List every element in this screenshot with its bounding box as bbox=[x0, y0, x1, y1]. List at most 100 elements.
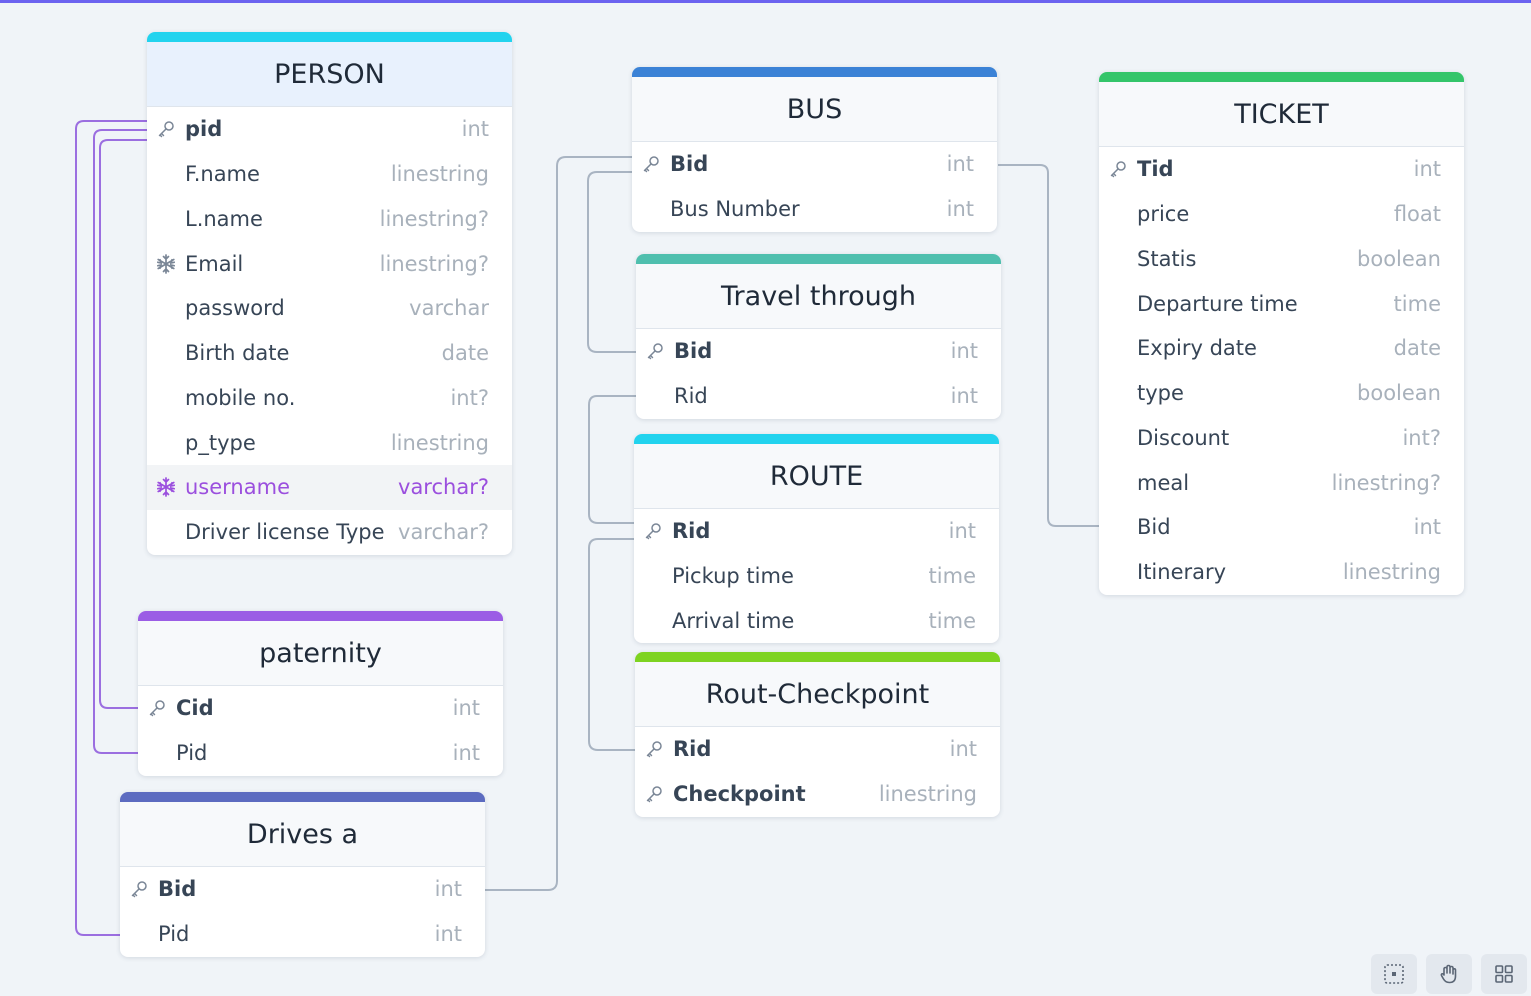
column-name: L.name bbox=[185, 206, 263, 231]
table-row[interactable]: Bid int bbox=[632, 142, 997, 187]
column-name: Bus Number bbox=[670, 197, 800, 222]
column-name: Departure time bbox=[1137, 291, 1298, 316]
fit-view-button[interactable] bbox=[1371, 954, 1417, 994]
key-icon bbox=[1099, 159, 1137, 179]
column-name: Statis bbox=[1137, 246, 1197, 271]
column-name: password bbox=[185, 296, 285, 321]
link-drives-bid-bus-bid[interactable] bbox=[485, 156, 632, 891]
link-bus-bid-travel-bid[interactable] bbox=[587, 171, 636, 353]
table-title[interactable]: PERSON bbox=[147, 42, 512, 107]
table-title[interactable]: Travel through bbox=[636, 264, 1001, 329]
table-row[interactable]: Bus Number int bbox=[632, 187, 997, 232]
column-type: linestring bbox=[1342, 560, 1441, 585]
snowflake-icon bbox=[147, 476, 185, 498]
pan-tool-button[interactable] bbox=[1426, 954, 1472, 994]
column-type: date bbox=[1393, 336, 1441, 361]
column-name: mobile no. bbox=[185, 385, 296, 410]
column-type: varchar bbox=[409, 296, 489, 321]
column-type: linestring bbox=[878, 782, 977, 807]
column-type: linestring bbox=[390, 430, 489, 455]
table-title[interactable]: TICKET bbox=[1099, 82, 1464, 147]
column-name: Arrival time bbox=[672, 608, 795, 633]
table-row[interactable]: Arrival time time bbox=[634, 599, 999, 644]
column-type: time bbox=[928, 608, 976, 633]
hand-icon bbox=[1440, 964, 1457, 984]
column-name: price bbox=[1137, 202, 1190, 227]
column-type: int bbox=[946, 152, 974, 177]
link-bus-bid-ticket-bid[interactable] bbox=[998, 164, 1099, 527]
column-name: Bid bbox=[674, 339, 713, 364]
column-type: int bbox=[946, 197, 974, 222]
column-name: Birth date bbox=[185, 341, 290, 366]
table-row[interactable]: mobile no.int? bbox=[147, 376, 512, 421]
column-name: Bid bbox=[670, 152, 709, 177]
column-name: Pid bbox=[158, 922, 190, 947]
column-name: Driver license Type bbox=[185, 520, 385, 545]
column-type: float bbox=[1393, 202, 1441, 227]
table-title[interactable]: Drives a bbox=[120, 802, 485, 867]
link-pid-drives-pid[interactable] bbox=[75, 120, 147, 936]
link-route-rid-checkpoint-rid[interactable] bbox=[588, 538, 635, 751]
table-color-bar bbox=[1099, 72, 1464, 82]
column-name: Pickup time bbox=[672, 564, 794, 589]
column-type: int bbox=[461, 117, 489, 142]
table-row[interactable]: Itinerary linestring bbox=[1099, 550, 1464, 595]
table-title[interactable]: paternity bbox=[138, 621, 503, 686]
grid-layout-icon bbox=[1495, 965, 1513, 983]
column-name: Itinerary bbox=[1137, 560, 1227, 585]
column-name: username bbox=[185, 475, 290, 500]
table-title[interactable]: ROUTE bbox=[634, 444, 999, 509]
table-title[interactable]: Rout-Checkpoint bbox=[635, 662, 1000, 727]
auto-layout-button[interactable] bbox=[1481, 954, 1527, 994]
link-pid-paternity-cid[interactable] bbox=[99, 139, 147, 709]
column-name: Cid bbox=[176, 696, 214, 721]
column-name: Discount bbox=[1137, 425, 1230, 450]
table-title[interactable]: BUS bbox=[632, 77, 997, 142]
link-pid-paternity-pid[interactable] bbox=[93, 129, 147, 754]
column-type: int bbox=[949, 737, 977, 762]
table-color-bar bbox=[120, 792, 485, 802]
link-travel-rid-route-rid[interactable] bbox=[588, 395, 636, 524]
table-row[interactable]: password varchar bbox=[147, 286, 512, 331]
column-type: linestring bbox=[390, 162, 489, 187]
top-accent-line bbox=[0, 0, 1531, 3]
column-name: meal bbox=[1137, 470, 1190, 495]
table-color-bar bbox=[138, 611, 503, 621]
table-row[interactable]: price float bbox=[1099, 192, 1464, 237]
column-type: int bbox=[434, 877, 462, 902]
